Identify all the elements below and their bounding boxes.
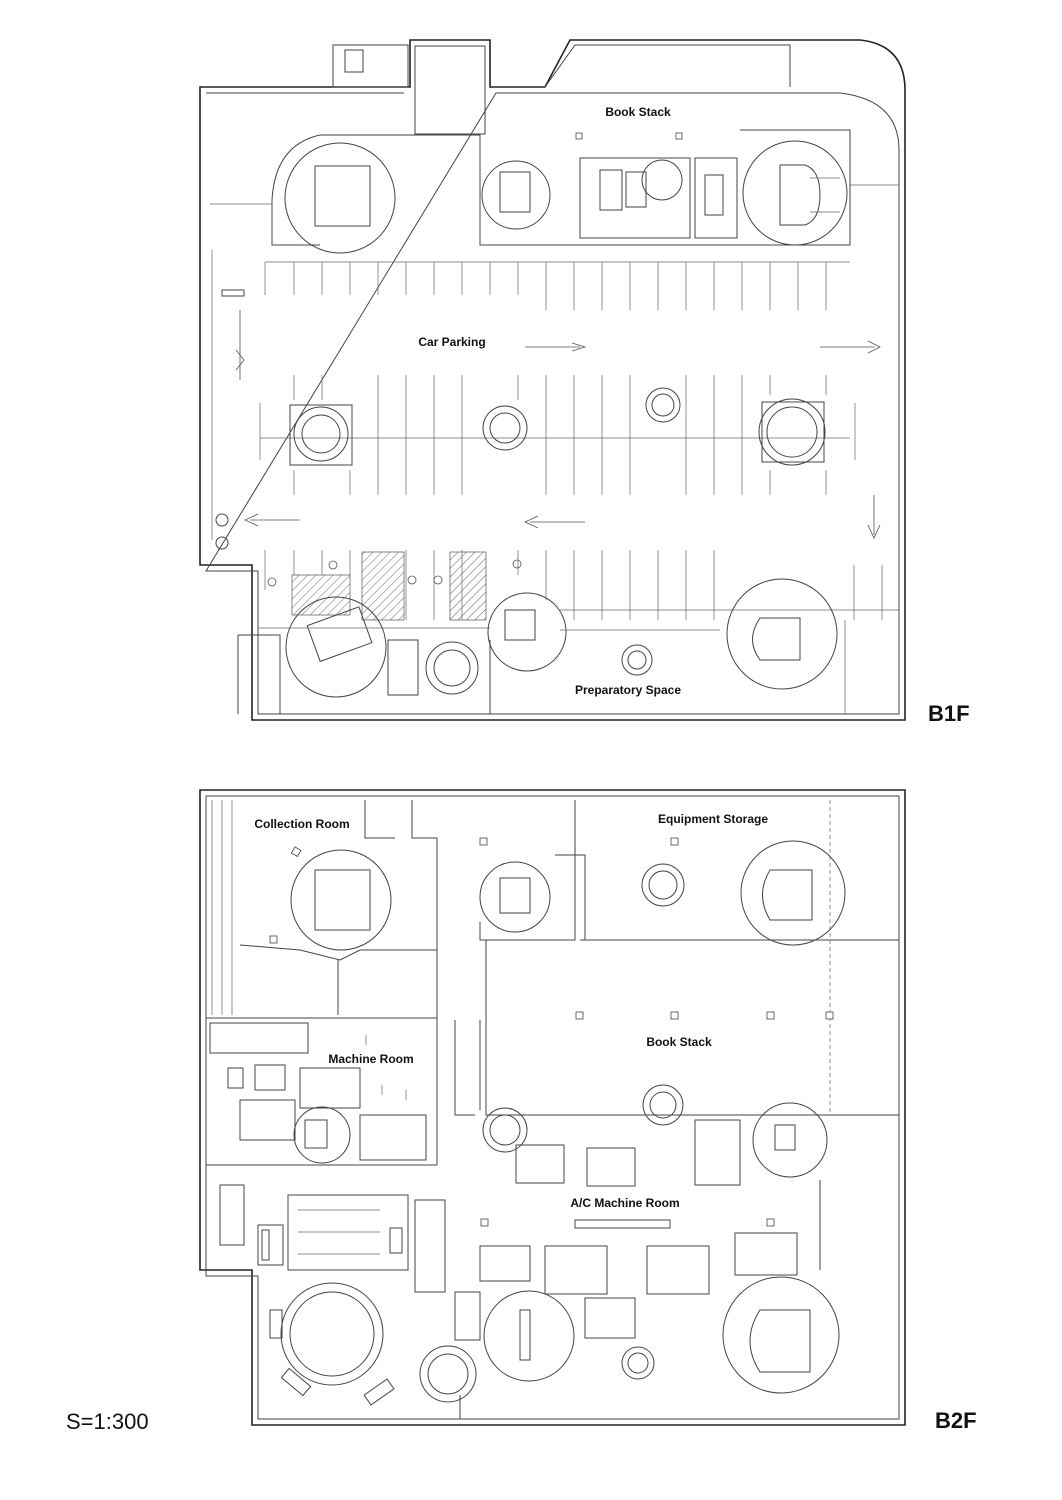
hatched-zone [291,574,351,616]
b2f-book-stack-label: Book Stack [646,1035,712,1049]
b2f-outer-wall [199,789,906,1426]
b2f-ac-machine-room-label: A/C Machine Room [570,1196,679,1210]
b1f-plan: Book Stack Car Parking Preparatory Space… [199,39,970,726]
b2f-collection-room-label: Collection Room [254,817,349,831]
driving-arrow [525,342,587,352]
driving-arrow [244,513,300,527]
b1f-book-stack-label: Book Stack [605,105,671,119]
b2f-floor-label: B2F [935,1408,977,1433]
b1f-preparatory-space-label: Preparatory Space [575,683,681,697]
driving-arrow [524,515,585,529]
b2f-equipment-storage-label: Equipment Storage [658,812,768,826]
b1f-outer-wall [199,39,906,721]
hatched-zone [449,551,487,621]
b2f-plan: Collection Room Equipment Storage Machin… [199,789,977,1433]
b1f-floor-label: B1F [928,701,970,726]
b2f-machine-room-label: Machine Room [328,1052,413,1066]
driving-arrow [820,340,881,354]
scale-note: S=1:300 [66,1409,149,1434]
hatched-zone [361,551,405,621]
b1f-car-parking-label: Car Parking [418,335,485,349]
